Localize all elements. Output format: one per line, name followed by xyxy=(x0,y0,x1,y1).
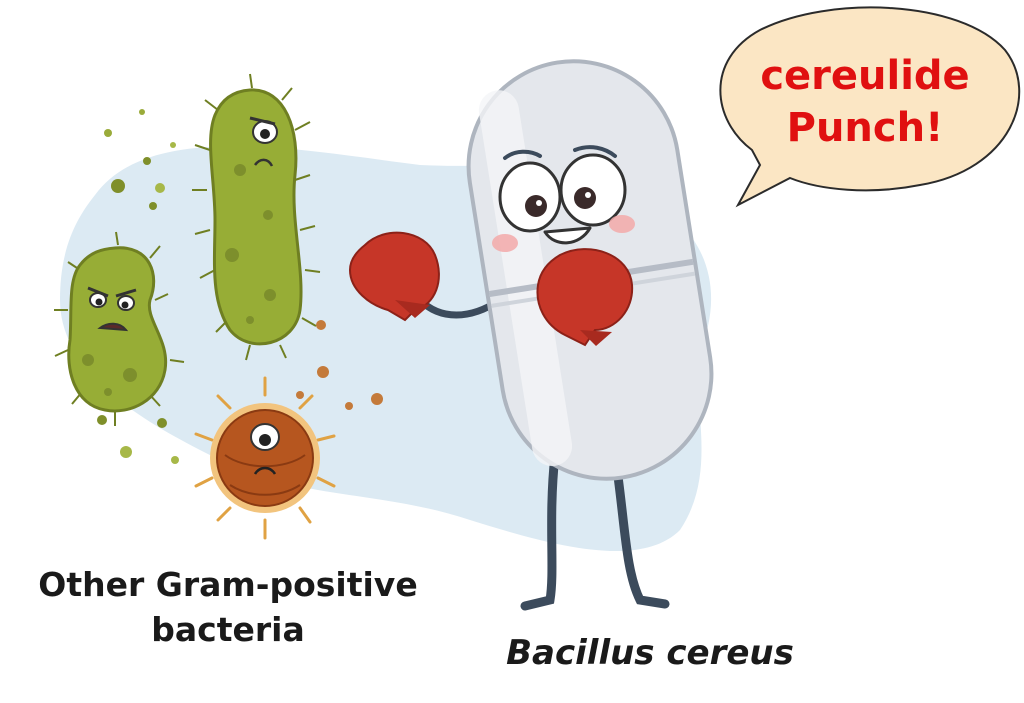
other-bacteria-caption: Other Gram-positive bacteria xyxy=(18,562,438,652)
right-boxing-glove xyxy=(536,248,634,347)
coccus-bacterium xyxy=(194,376,336,540)
speech-bubble-text: cereulide Punch! xyxy=(720,50,1010,154)
speech-bubble xyxy=(719,6,1021,208)
bubble-line-1: cereulide xyxy=(760,53,970,99)
rod-bacterium xyxy=(192,73,321,361)
bean-bacterium xyxy=(54,231,185,426)
bubble-line-2: Punch! xyxy=(786,105,944,151)
left-boxing-glove xyxy=(348,231,440,322)
bacillus-caption: Bacillus cereus xyxy=(506,633,794,673)
other-bacteria-caption-line-2: bacteria xyxy=(151,610,305,649)
other-bacteria-caption-line-1: Other Gram-positive xyxy=(38,565,418,604)
spore-particles xyxy=(97,109,383,464)
